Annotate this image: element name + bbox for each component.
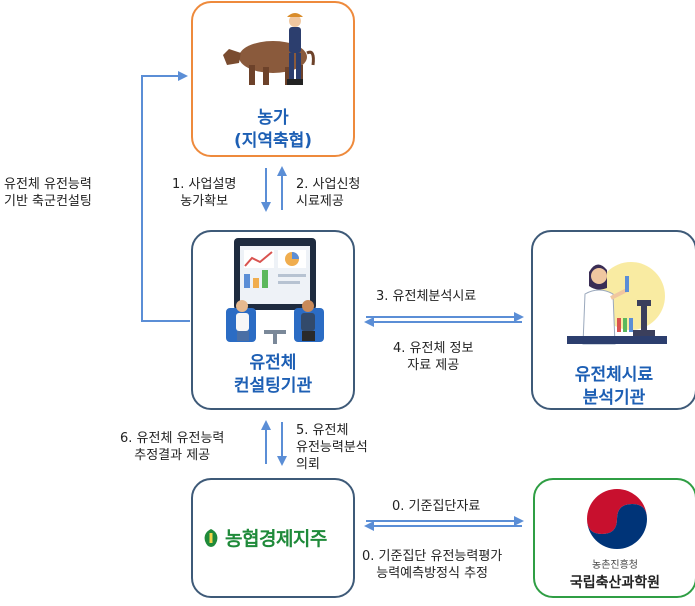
institute-small-text: 농촌진흥청 <box>592 560 638 571</box>
label-send-samples: 3. 유전체분석시료 <box>376 289 477 304</box>
label-consulting-service: 유전체 유전능력 기반 축군컨설팅 <box>4 177 92 209</box>
scientist-microscope-illustration <box>567 262 667 345</box>
farm-node: 농가 (지역축협) <box>191 1 355 157</box>
coop-emblem-icon <box>204 528 218 547</box>
arrow-consulting-to-farm <box>141 71 190 322</box>
institute-node: 농촌진흥청 국립축산과학원 <box>533 478 695 598</box>
analysis-node: 유전체시료 분석기관 <box>531 230 695 410</box>
label-ref-data: 0. 기준집단자료 <box>392 499 481 514</box>
institute-name: 국립축산과학원 <box>569 575 661 591</box>
analysis-title: 유전체시료 분석기관 <box>574 365 654 408</box>
coop-logo: 농협경제지주 <box>201 524 327 551</box>
label-request-eval: 5. 유전체 유전능력분석 의뢰 <box>296 423 368 472</box>
consulting-title: 유전체 컨설팅기관 <box>233 353 313 396</box>
consulting-node: 유전체 컨설팅기관 <box>191 230 355 410</box>
label-provide-results: 6. 유전체 유전능력 추정결과 제공 <box>120 431 225 463</box>
farm-title: 농가 (지역축협) <box>233 108 313 151</box>
government-emblem-icon <box>587 489 647 549</box>
label-ref-eval: 0. 기준집단 유전능력평가 능력예측방정식 추정 <box>362 549 503 581</box>
label-apply-provide: 2. 사업신청 시료제공 <box>296 177 361 209</box>
label-explain-secure: 1. 사업설명 농가확보 <box>172 177 237 209</box>
coop-logo-text: 농협경제지주 <box>225 528 327 550</box>
coop-node: 농협경제지주 <box>191 478 355 598</box>
label-return-info: 4. 유전체 정보 자료 제공 <box>393 341 474 373</box>
farmer-with-cow-illustration <box>223 13 315 85</box>
consulting-meeting-illustration <box>226 238 324 344</box>
